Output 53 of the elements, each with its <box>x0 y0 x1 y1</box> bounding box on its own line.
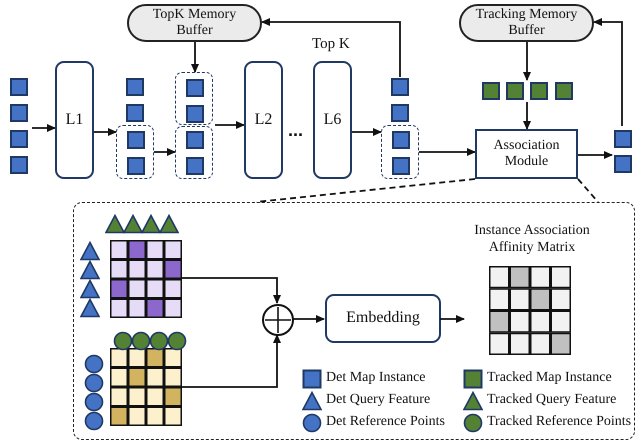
node-label: Embedding <box>346 309 420 328</box>
instance-column <box>125 77 145 123</box>
instance-column <box>390 77 410 123</box>
legend-text: Tracked Map Instance <box>487 370 612 386</box>
node-label: L6 <box>324 110 342 130</box>
arrow <box>578 151 613 159</box>
arrow <box>181 277 281 304</box>
arrow <box>419 148 476 156</box>
matrix-title: Instance Association Affinity Matrix <box>473 223 591 257</box>
arrow <box>181 334 281 388</box>
embedding-box <box>325 294 441 343</box>
legend-text: Det Map Instance <box>326 370 426 386</box>
module-box <box>475 129 578 179</box>
legend-text: Tracked Reference Points <box>487 414 632 430</box>
layer-box <box>55 61 94 179</box>
arrow <box>523 102 531 130</box>
layer-box <box>313 61 352 179</box>
dashed-instance-group <box>175 126 213 179</box>
node-label: Association Module <box>492 138 561 170</box>
sum-circle <box>262 304 294 336</box>
legend-text: Det Query Feature <box>326 392 430 408</box>
arrow <box>191 42 199 73</box>
instance-column <box>173 70 215 181</box>
arrow <box>352 128 382 136</box>
feature-matrix <box>110 348 182 426</box>
memory-buffer-pill <box>459 4 594 42</box>
layer-box <box>244 61 283 179</box>
annotation-text: Top K <box>312 36 350 54</box>
memory-buffer-pill <box>127 4 262 42</box>
arrow <box>440 315 465 323</box>
ellipsis-mark: ... <box>288 120 304 141</box>
instance-column <box>480 80 575 102</box>
arrow <box>215 121 245 129</box>
node-label: L1 <box>66 110 84 130</box>
feature-matrix <box>110 240 182 318</box>
zoom-line <box>577 178 599 203</box>
detail-panel <box>73 202 635 440</box>
dashed-instance-group <box>116 125 154 179</box>
arrow <box>94 128 117 136</box>
legend-text: Det Reference Points <box>326 414 445 430</box>
arrow <box>261 18 401 77</box>
zoom-line <box>256 178 476 203</box>
arrow <box>293 315 325 323</box>
arrow <box>32 124 56 132</box>
node-label: L2 <box>254 110 272 130</box>
dashed-instance-group <box>175 72 213 125</box>
legend-text: Tracked Query Feature <box>487 392 616 408</box>
dashed-instance-group <box>381 125 419 179</box>
arrow <box>593 18 623 126</box>
arrow <box>523 42 531 81</box>
node-label: TopK Memory Buffer <box>152 6 238 40</box>
node-label: Tracking Memory Buffer <box>474 6 578 40</box>
arrow <box>154 148 176 156</box>
